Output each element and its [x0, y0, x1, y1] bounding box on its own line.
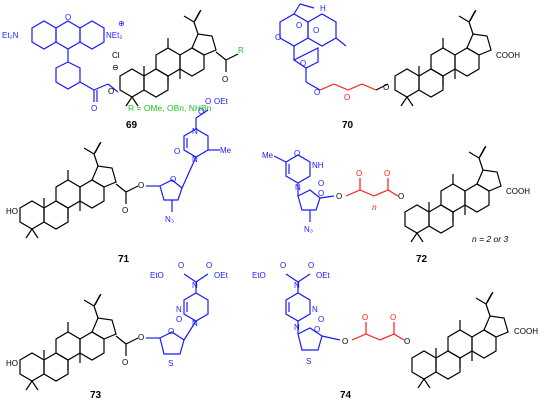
- oet-71: OEt: [214, 97, 229, 106]
- n74-3: N: [294, 323, 300, 332]
- o71-6: O: [170, 175, 176, 184]
- o70-1: O: [275, 33, 281, 42]
- counterion-cl: Cl: [112, 51, 120, 60]
- me-71: Me: [220, 146, 232, 155]
- n71-2: N: [192, 155, 198, 164]
- compound-number-71: 71: [118, 254, 130, 265]
- o70-7: O: [383, 83, 389, 92]
- o72-7: O: [398, 192, 404, 201]
- o73-3: O: [178, 261, 184, 270]
- n73-1: N: [192, 281, 198, 290]
- o71-2: O: [122, 206, 128, 215]
- compound-number-70: 70: [342, 120, 354, 131]
- o72-2: O: [318, 179, 324, 188]
- compound-number-69: 69: [126, 120, 138, 131]
- o71-5: O: [174, 147, 180, 156]
- cooh-74: COOH: [514, 327, 538, 336]
- n73-3: N: [192, 319, 198, 328]
- compound-number-72: 72: [416, 254, 428, 265]
- compound-73: HO O O EtO OEt O O N N N O O S 73: [6, 261, 229, 401]
- ho-73: HO: [6, 359, 18, 368]
- rhodamine-n-left: Et₂N: [2, 31, 19, 40]
- o72-5: O: [356, 169, 362, 178]
- o70-2: O: [296, 21, 302, 30]
- o72-6: O: [384, 169, 390, 178]
- ho-71: HO: [6, 207, 18, 216]
- s73: S: [168, 359, 173, 368]
- compound-72: Me NH N O O O O O O O n N₃ COOH n = 2 or…: [262, 145, 530, 265]
- carbonyl-oxygen-2: O: [222, 75, 228, 84]
- n74-2: N: [312, 305, 318, 314]
- s74: S: [306, 357, 311, 366]
- o73-4: O: [206, 261, 212, 270]
- o73-1: O: [138, 333, 144, 342]
- n-note-72: n = 2 or 3: [472, 234, 508, 244]
- o74-4: O: [314, 325, 320, 334]
- o74-2: O: [308, 261, 314, 270]
- compound-74: EtO OEt O O N N N O O S O O O O COOH 74: [252, 261, 538, 401]
- o70-3: O: [313, 26, 319, 35]
- n3-71: N₃: [165, 215, 174, 224]
- carbonyl-oxygen: O: [91, 104, 97, 113]
- oet-73: OEt: [214, 271, 229, 280]
- n71-1: N: [192, 127, 198, 136]
- o74-1: O: [280, 261, 286, 270]
- compound-number-73: 73: [90, 390, 102, 401]
- o70-6: O: [344, 93, 350, 102]
- compound-71: HO O O N N O O O O OEt Me N₃ 71: [6, 97, 232, 265]
- o72-4: O: [336, 192, 342, 201]
- o73-5: O: [176, 315, 182, 324]
- o74-5: O: [342, 337, 348, 346]
- o71-3: O: [198, 107, 204, 116]
- o73-6: O: [168, 327, 174, 336]
- charge-plus: ⊕: [118, 19, 125, 28]
- o72-1: O: [294, 149, 300, 158]
- n74-1: N: [294, 281, 300, 290]
- o71-4: O: [205, 97, 211, 106]
- nh-72: NH: [312, 161, 324, 170]
- o74-6: O: [362, 313, 368, 322]
- cooh-72: COOH: [506, 187, 530, 196]
- counterion-minus: ⊖: [112, 63, 119, 72]
- o74-7: O: [390, 313, 396, 322]
- o74-3: O: [318, 315, 324, 324]
- o70-5: O: [314, 88, 320, 97]
- n3-72: N₃: [304, 225, 313, 234]
- oet-74: OEt: [316, 271, 331, 280]
- compound-69: Et₂N NEt₂ ⊕ Cl ⊖ O O O O R R = OMe, OBn,…: [2, 9, 244, 131]
- n73-2: N: [176, 305, 182, 314]
- n-subscript-72: n: [372, 202, 377, 212]
- compound-number-74: 74: [340, 390, 352, 401]
- o74-8: O: [404, 337, 410, 346]
- h70: H: [320, 4, 326, 13]
- n72-1: N: [295, 183, 301, 192]
- ring-oxygen: O: [65, 13, 71, 22]
- r-group: R: [238, 46, 244, 55]
- o71-1: O: [138, 181, 144, 190]
- r-definition: R = OMe, OBn, NHBn: [128, 103, 212, 113]
- eto-73: EtO: [150, 271, 164, 280]
- o72-3: O: [318, 189, 324, 198]
- compound-70: O O O O O O O H COOH 70: [275, 3, 520, 131]
- ester-oxygen: O: [108, 87, 114, 96]
- o73-2: O: [122, 358, 128, 367]
- me-72: Me: [262, 151, 274, 160]
- o70-4: O: [300, 59, 306, 68]
- cooh-70: COOH: [496, 51, 520, 60]
- eto-74: EtO: [252, 271, 266, 280]
- rhodamine-n-right: NEt₂: [106, 31, 122, 40]
